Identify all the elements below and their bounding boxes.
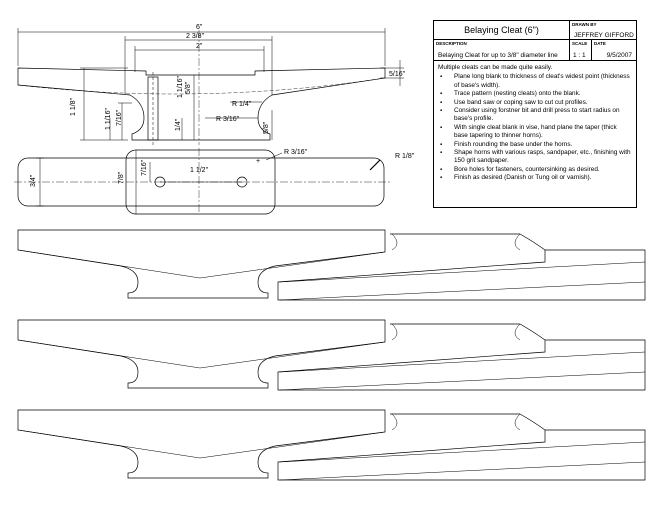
dim-plan-width: 3/4" bbox=[30, 174, 37, 187]
instruction-step: Finish rounding the base under the horns… bbox=[438, 141, 632, 150]
date-label: DATE bbox=[594, 41, 606, 46]
instruction-step: With single cleat blank in vise, hand pl… bbox=[438, 124, 632, 141]
drawn-by-cell: DRAWN BY JEFFREY GIFFORD bbox=[570, 21, 636, 39]
dim-plan-mid-width: 7/8" bbox=[118, 171, 125, 184]
dim-base-length: 2 3/8" bbox=[186, 33, 205, 40]
cleat-side-profile bbox=[17, 67, 386, 141]
dim-upper: 5/8" bbox=[185, 81, 192, 94]
dim-plan-hole-offset: 7/16" bbox=[141, 159, 148, 176]
dim-horn-tip: 5/16" bbox=[389, 71, 406, 78]
scale-label: SCALE bbox=[572, 41, 588, 46]
description-value: Belaying Cleat for up to 3/8" diameter l… bbox=[438, 52, 558, 59]
dim-overall-height: 1 1/8" bbox=[70, 97, 77, 116]
nesting-pattern-row-2 bbox=[17, 319, 646, 391]
dim-overall-length: 6" bbox=[196, 24, 203, 31]
dim-left-height: 1 1/16" bbox=[105, 108, 112, 130]
nesting-pattern-row-1 bbox=[17, 229, 646, 301]
scale-cell: SCALE 1 : 1 bbox=[570, 40, 592, 60]
drawing-title: Belaying Cleat (6") bbox=[434, 21, 570, 39]
dim-plan-end-radius: R 1/8" bbox=[395, 153, 415, 160]
dim-inner-radius: R 3/16" bbox=[216, 116, 240, 123]
dim-hole-span: 2" bbox=[196, 43, 203, 50]
description-cell: DESCRIPTION Belaying Cleat for up to 3/8… bbox=[434, 40, 570, 60]
instruction-step: Plane long blank to thickness of cleat's… bbox=[438, 73, 632, 90]
date-value: 9/5/2007 bbox=[606, 52, 632, 59]
date-cell: DATE 9/5/2007 bbox=[592, 40, 636, 60]
instruction-step: Consider using forstner bit and drill pr… bbox=[438, 107, 632, 124]
plan-view: + bbox=[14, 148, 390, 215]
title-block: Belaying Cleat (6") DRAWN BY JEFFREY GIF… bbox=[433, 20, 637, 208]
dim-plan-radius: R 3/16" bbox=[284, 149, 308, 156]
instruction-step: Bore holes for fasteners, countersinking… bbox=[438, 166, 632, 175]
dim-base-radius: R 1/4" bbox=[232, 101, 252, 108]
dim-base-neck: 7/16" bbox=[116, 109, 123, 126]
drawn-by-value: JEFFREY GIFFORD bbox=[574, 32, 634, 39]
instructions: Multiple cleats can be made quite easily… bbox=[434, 61, 636, 183]
dim-right-height: 5/8" bbox=[263, 121, 270, 134]
dim-hole-depth: 1 1/16" bbox=[177, 76, 184, 98]
instructions-intro: Multiple cleats can be made quite easily… bbox=[438, 64, 553, 71]
dim-plan-hole-spacing: 1 1/2" bbox=[190, 167, 209, 174]
instruction-step: Trace pattern (nesting cleats) onto the … bbox=[438, 90, 632, 99]
dim-small-height: 1/4" bbox=[175, 118, 182, 131]
description-label: DESCRIPTION bbox=[436, 41, 467, 46]
instruction-step: Finish as desired (Danish or Tung oil or… bbox=[438, 174, 632, 183]
instruction-step: Shape horns with various rasps, sandpape… bbox=[438, 149, 632, 166]
side-elevation-view bbox=[17, 30, 386, 145]
nesting-pattern-row-3 bbox=[17, 409, 646, 481]
scale-value: 1 : 1 bbox=[573, 52, 586, 59]
instruction-list: Plane long blank to thickness of cleat's… bbox=[438, 73, 632, 183]
svg-text:+: + bbox=[256, 158, 260, 165]
instruction-step: Use band saw or coping saw to cut cut pr… bbox=[438, 99, 632, 108]
drawn-by-label: DRAWN BY bbox=[572, 22, 597, 27]
